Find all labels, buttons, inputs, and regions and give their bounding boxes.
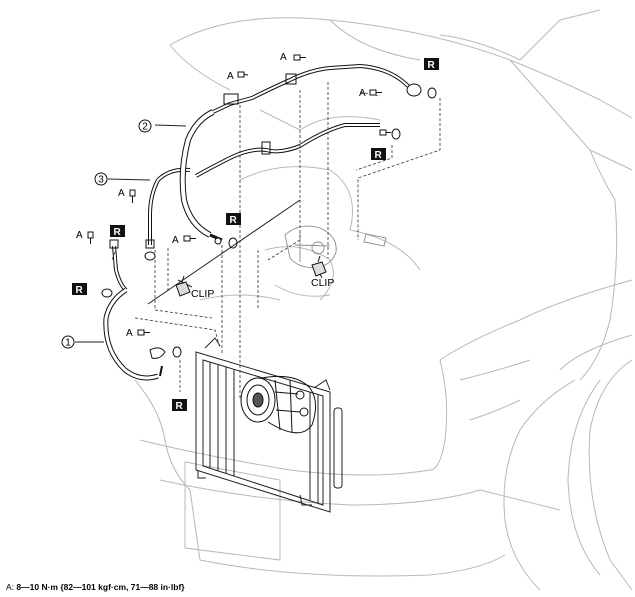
dashed-leader-lines xyxy=(111,82,441,400)
pipe-1-discharge-hose xyxy=(103,239,166,381)
callout-2: 2 xyxy=(142,122,148,133)
footnote-spec: 8—10 N·m {82—101 kgf·cm, 71—88 in·lbf} xyxy=(16,582,185,592)
footnote-prefix: A: xyxy=(6,582,15,592)
torque-label: A xyxy=(118,188,125,199)
clip-parts xyxy=(175,255,327,297)
callout-3: 3 xyxy=(98,175,104,186)
torque-label: A xyxy=(126,328,133,339)
replace-badge: R xyxy=(428,60,436,71)
replace-badge: R xyxy=(230,215,238,226)
torque-labels: A A A A A A A xyxy=(76,52,366,339)
clip-label: CLIP xyxy=(311,277,334,289)
pipe-evaporator-line xyxy=(195,123,380,178)
callout-1: 1 xyxy=(65,338,71,349)
replace-badge: R xyxy=(76,285,84,296)
condenser xyxy=(195,337,343,513)
pipe-2-suction-hose xyxy=(179,63,422,242)
torque-spec-footnote: A: 8—10 N·m {82—101 kgf·cm, 71—88 in·lbf… xyxy=(6,582,185,592)
clip-labels: CLIP CLIP xyxy=(191,277,334,300)
ac-compressor xyxy=(240,375,316,434)
torque-label: A xyxy=(76,230,83,241)
replace-badge: R xyxy=(114,227,122,238)
torque-label: A xyxy=(227,71,234,82)
pipe-3-liquid xyxy=(145,167,191,249)
torque-label: A xyxy=(359,88,366,99)
o-rings xyxy=(101,87,437,358)
replace-badge: R xyxy=(176,401,184,412)
bolts xyxy=(87,54,391,336)
torque-label: A xyxy=(172,235,179,246)
torque-label: A xyxy=(280,52,287,63)
vehicle-body-outline xyxy=(134,9,633,591)
part-callouts: 2 3 1 xyxy=(61,119,152,349)
clip-label: CLIP xyxy=(191,288,214,300)
replace-badges: R R R R R R xyxy=(72,58,439,412)
replace-badge: R xyxy=(375,150,383,161)
